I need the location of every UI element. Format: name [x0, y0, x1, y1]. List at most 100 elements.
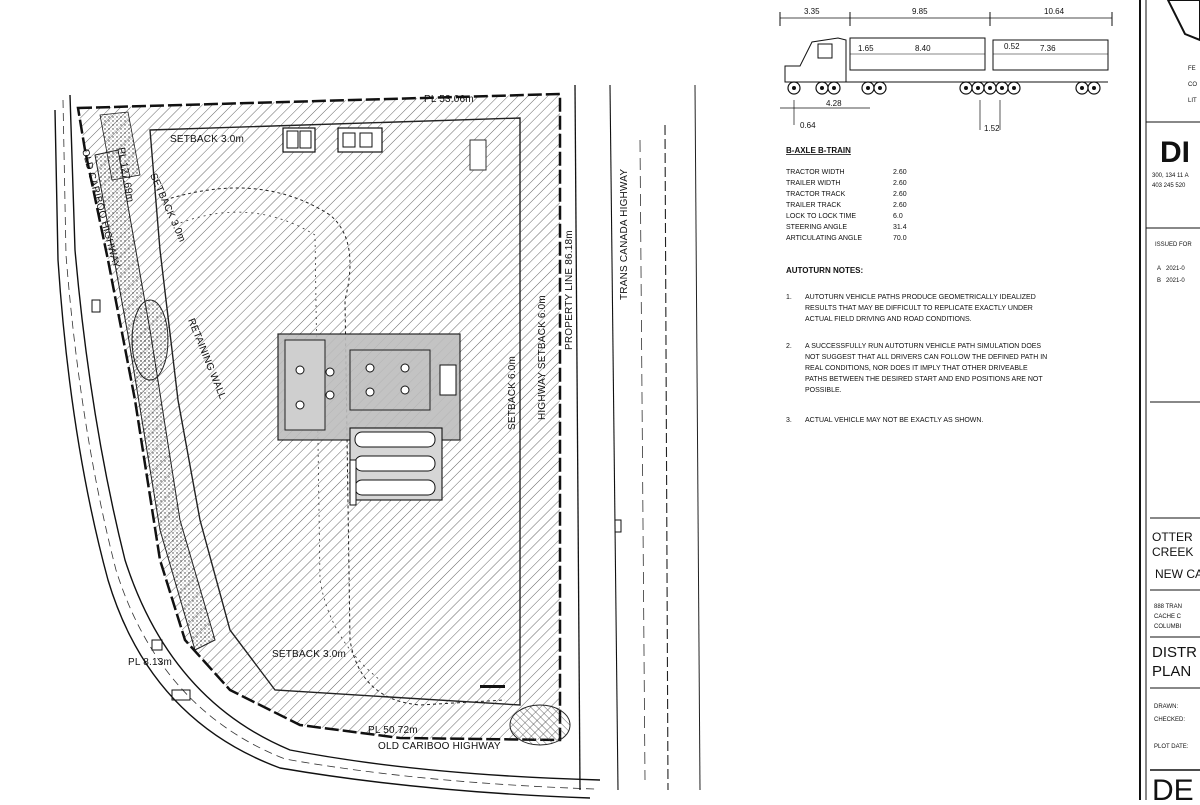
- dim-pup-2: 7.36: [1040, 44, 1056, 53]
- tb-site-address: CACHE C: [1154, 614, 1182, 620]
- spec-label: ARTICULATING ANGLE: [786, 235, 862, 242]
- label-highway-setback: HIGHWAY SETBACK 6.0m: [537, 295, 548, 420]
- property-pin-2: [171, 689, 191, 701]
- property-pin: [151, 639, 163, 651]
- retaining-wall: [94, 149, 216, 651]
- tb-rev-date: 2021-0: [1166, 278, 1185, 284]
- spec-value: 2.60: [893, 191, 907, 198]
- tb-issued-for: ISSUED FOR: [1155, 242, 1192, 248]
- spec-table: TRACTOR WIDTH 2.60 TRAILER WIDTH 2.60 TR…: [786, 169, 907, 242]
- tb-project-sub: NEW CA: [1155, 567, 1200, 581]
- label-old-cariboo-south: OLD CARIBOO HIGHWAY: [378, 741, 501, 752]
- tb-project: OTTER: [1152, 530, 1193, 544]
- dim-top-2: 9.85: [912, 7, 928, 16]
- autoturn-title: AUTOTURN NOTES:: [786, 266, 863, 275]
- note-line: POSSIBLE.: [805, 387, 842, 394]
- note-line: AUTOTURN VEHICLE PATHS PRODUCE GEOMETRIC…: [805, 294, 1036, 301]
- note-line: PATHS BETWEEN THE DESIRED START AND END …: [805, 376, 1043, 383]
- note-line: RESULTS THAT MAY BE DIFFICULT TO REPLICA…: [805, 305, 1033, 312]
- note-line: REAL CONDITIONS, NOR DOES IT IMPLY THAT …: [805, 365, 1028, 372]
- label-trans-canada: TRANS CANADA HIGHWAY: [619, 169, 630, 300]
- note-line: A SUCCESSFULLY RUN AUTOTURN VEHICLE PATH…: [805, 343, 1041, 350]
- spec-value: 2.60: [893, 202, 907, 209]
- spec-value: 2.60: [893, 169, 907, 176]
- tb-site-address: COLUMBI: [1154, 624, 1182, 630]
- spec-label: TRACTOR WIDTH: [786, 169, 845, 176]
- label-pl-west-small: PL 8.13m: [128, 657, 172, 668]
- central-building: [277, 333, 461, 441]
- tb-top-line: FE: [1188, 66, 1196, 72]
- south-east-island: [509, 704, 571, 746]
- firm-logo: DI: [1160, 136, 1190, 169]
- spec-label: TRAILER TRACK: [786, 202, 841, 209]
- spec-value: 2.60: [893, 180, 907, 187]
- tb-rev: B: [1157, 278, 1161, 284]
- note-number: 3.: [786, 417, 792, 424]
- tb-meta: CHECKED:: [1154, 717, 1185, 723]
- vehicle-diagram: 3.35 9.85 10.64 1.65 8.40 0.52 7.36: [779, 7, 1113, 242]
- note-line: ACTUAL VEHICLE MAY NOT BE EXACTLY AS SHO…: [805, 417, 983, 424]
- label-property-line: PROPERTY LINE 86.18m: [564, 230, 575, 350]
- vehicle-path-inner: [174, 211, 381, 681]
- label-pl-north: PL 53.06m: [424, 94, 474, 105]
- old-cariboo-road-centre: [62, 99, 596, 790]
- dim-bottom-1: 4.28: [826, 99, 842, 108]
- dim-pup-1: 0.52: [1004, 42, 1020, 51]
- old-cariboo-road-edge-1: [69, 94, 601, 781]
- tb-meta: DRAWN:: [1154, 704, 1178, 710]
- label-pl-south: PL 50.72m: [368, 725, 418, 736]
- tb-site-address: 888 TRAN: [1154, 604, 1182, 610]
- note-line: ACTUAL FIELD DRIVING AND ROAD CONDITIONS…: [805, 316, 972, 323]
- spec-label: TRAILER WIDTH: [786, 180, 840, 187]
- vehicle-path: [164, 187, 506, 706]
- dim-tractor-2: 8.40: [915, 44, 931, 53]
- old-cariboo-road-edge-2: [54, 109, 591, 799]
- trans-canada-edge-4: [694, 84, 701, 791]
- spec-label: TRACTOR TRACK: [786, 191, 846, 198]
- trans-canada-centre: [639, 139, 646, 781]
- tb-top-line: LIT: [1188, 98, 1197, 104]
- dim-tractor-1: 1.65: [858, 44, 874, 53]
- fuel-column: [349, 459, 357, 506]
- setback-line: [149, 117, 521, 706]
- tb-rev-date: 2021-0: [1166, 266, 1185, 272]
- tb-footer: DE: [1152, 774, 1194, 800]
- spec-value: 6.0: [893, 213, 903, 220]
- tb-meta: PLOT DATE:: [1154, 744, 1189, 750]
- spec-value: 70.0: [893, 235, 907, 242]
- tb-address: 300, 134 11 A: [1152, 173, 1189, 179]
- spec-value: 31.4: [893, 224, 907, 231]
- property-pin-4: [614, 519, 622, 533]
- tb-drawing-title: PLAN: [1152, 663, 1191, 680]
- spec-label: STEERING ANGLE: [786, 224, 847, 231]
- tb-rev: A: [1157, 266, 1161, 272]
- dim-top-3: 10.64: [1044, 7, 1065, 16]
- dim-bottom-3: 1.52: [984, 124, 1000, 133]
- landscape-oval: [131, 299, 169, 381]
- note-number: 2.: [786, 343, 792, 350]
- trans-canada-edge-2: [609, 84, 619, 791]
- trans-canada-edge-3: [664, 124, 669, 791]
- spec-title: B-AXLE B-TRAIN: [786, 146, 851, 155]
- client-logo-mark: [1166, 0, 1200, 42]
- property-pin-3: [91, 299, 101, 313]
- tb-address: 403 245 520: [1152, 183, 1186, 189]
- tb-top-line: CO: [1188, 82, 1197, 88]
- tb-project: CREEK: [1152, 545, 1193, 559]
- note-number: 1.: [786, 294, 792, 301]
- label-setback-north: SETBACK 3.0m: [170, 134, 244, 145]
- north-storage-units: [282, 127, 487, 171]
- autoturn-notes: AUTOTURN NOTES: 1. AUTOTURN VEHICLE PATH…: [786, 266, 1047, 424]
- title-block: FE CO LIT DI 300, 134 11 A 403 245 520 I…: [1139, 0, 1200, 805]
- trans-canada-edge-1: [574, 84, 581, 791]
- label-setback-south: SETBACK 3.0m: [272, 649, 346, 660]
- spec-label: LOCK TO LOCK TIME: [786, 213, 856, 220]
- label-setback-inner-east: SETBACK 6.0m: [507, 356, 518, 430]
- site-marker: [480, 685, 505, 688]
- note-line: NOT SUGGEST THAT ALL DRIVERS CAN FOLLOW …: [805, 354, 1047, 361]
- site-plan: PL 53.06m SETBACK 3.0m SETBACK 3.0m PL 1…: [54, 84, 701, 799]
- dim-top-1: 3.35: [804, 7, 820, 16]
- tb-drawing-title: DISTR: [1152, 644, 1197, 661]
